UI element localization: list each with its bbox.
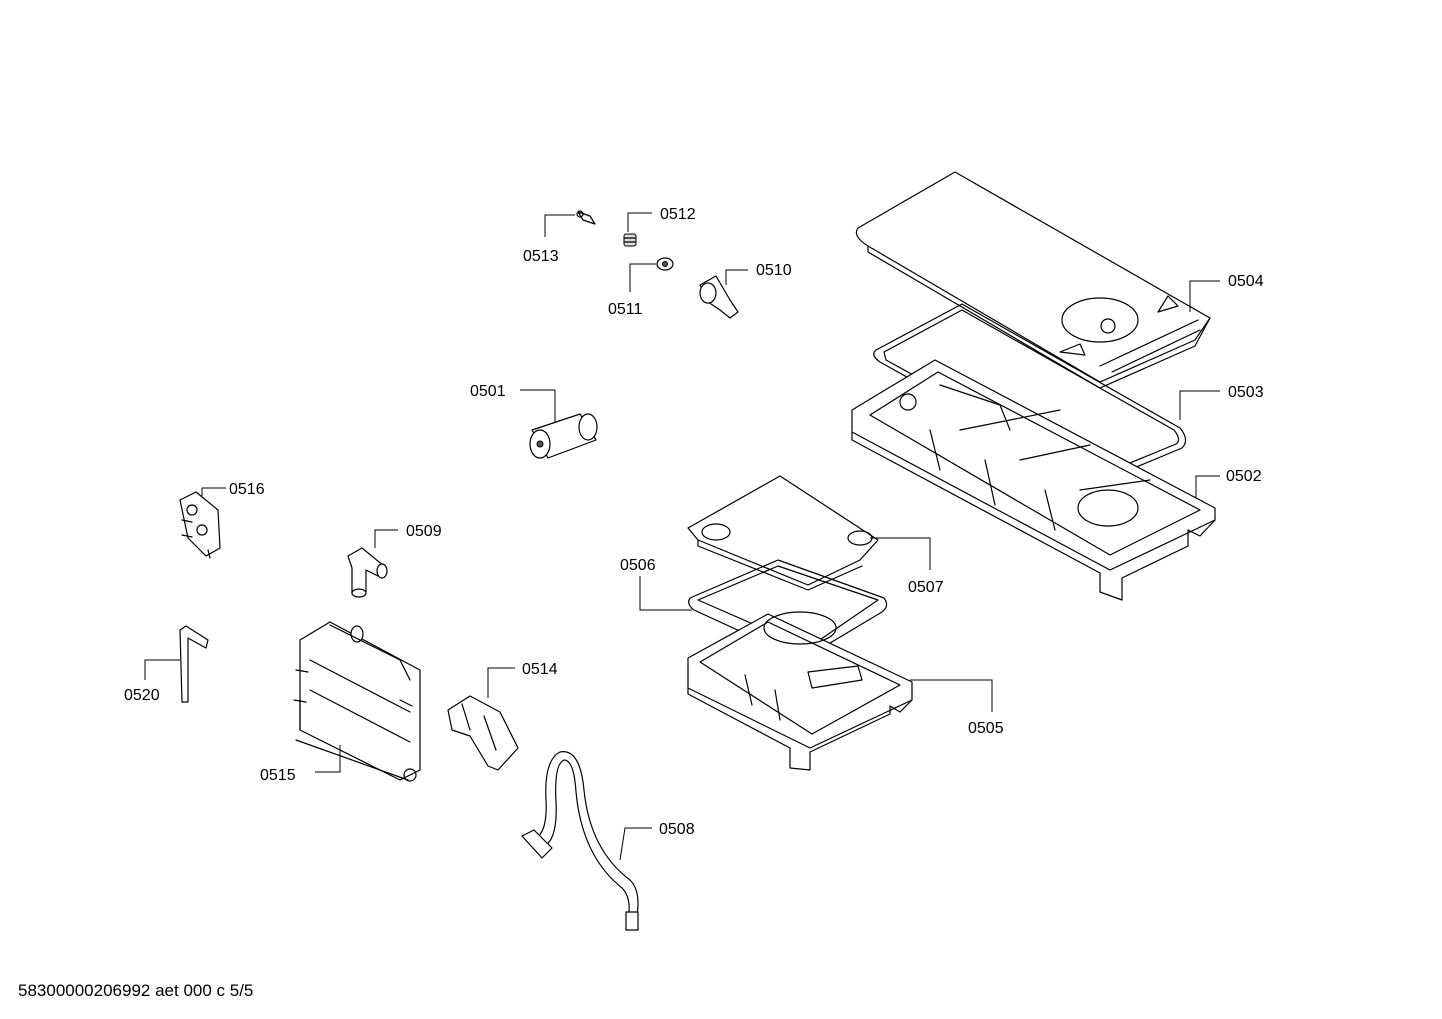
callout-0510: 0510 (756, 262, 792, 279)
part-0509-elbow (347, 547, 388, 598)
part-0513-screw (576, 210, 596, 225)
callout-0513: 0513 (523, 248, 559, 265)
part-0504-cover-lid (855, 171, 1211, 389)
leader-lines (144, 212, 1220, 861)
callout-0516: 0516 (229, 481, 265, 498)
callout-0520: 0520 (124, 687, 160, 704)
document-reference-footer: 58300000206992 aet 000 c 5/5 (18, 981, 254, 1000)
part-0508-hose (521, 751, 639, 931)
part-0511-bushing (656, 257, 674, 271)
callout-0502: 0502 (1226, 468, 1262, 485)
callout-0515: 0515 (260, 767, 296, 784)
part-0520-key (179, 625, 209, 703)
callout-labels: 0513 0512 0511 0510 0504 0503 0502 0501 … (124, 206, 1264, 838)
callout-0512: 0512 (660, 206, 696, 223)
callout-0503: 0503 (1228, 384, 1264, 401)
callout-0501: 0501 (470, 383, 506, 400)
callout-0506: 0506 (620, 557, 656, 574)
callout-0507: 0507 (908, 579, 944, 596)
part-0510-elbow-connector (699, 275, 739, 319)
callout-0508: 0508 (659, 821, 695, 838)
callout-0511: 0511 (608, 301, 643, 318)
part-0501-pump-motor (529, 413, 598, 459)
part-0514-clip (447, 695, 519, 771)
callout-0514: 0514 (522, 661, 558, 678)
part-0502-base-tray (851, 359, 1216, 601)
callout-0505: 0505 (968, 720, 1004, 737)
part-0516-bracket (179, 491, 221, 559)
part-0512-nut (623, 233, 637, 247)
part-0505-lower-tray (687, 611, 913, 771)
part-0515-heater (293, 621, 421, 782)
callout-0509: 0509 (406, 523, 442, 540)
callout-0504: 0504 (1228, 273, 1264, 290)
part-0507-plate (687, 475, 879, 591)
